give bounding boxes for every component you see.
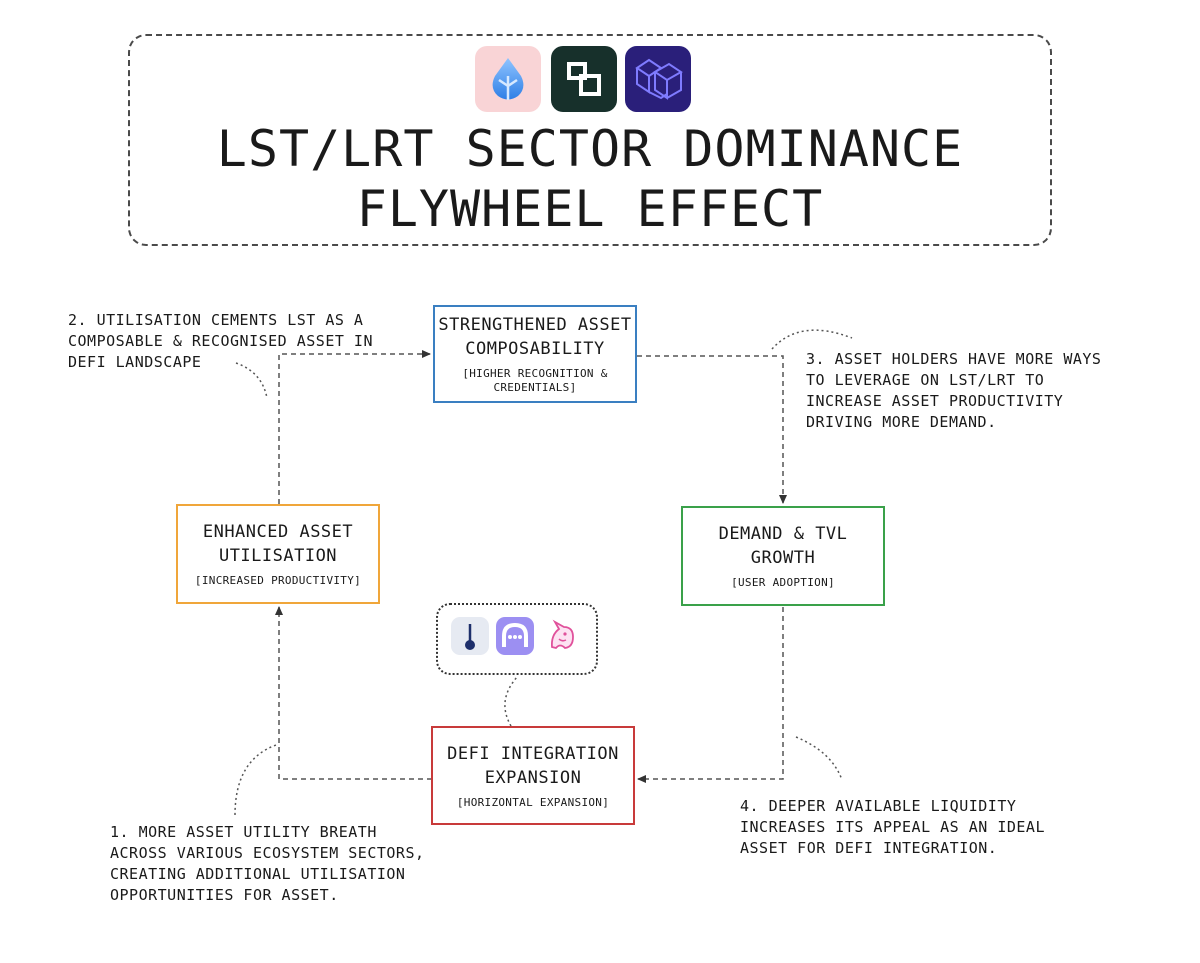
square-b-logo-icon [551, 46, 617, 112]
note-line: 1. MORE ASSET UTILITY BREATH [110, 823, 377, 841]
node-subtitle: [INCREASED PRODUCTIVITY] [194, 574, 362, 587]
droplet-logo-icon [475, 46, 541, 112]
node-title: GROWTH [750, 548, 816, 568]
note-line: OPPORTUNITIES FOR ASSET. [110, 886, 339, 904]
note-3-asset-holders: 3. ASSET HOLDERS HAVE MORE WAYS TO LEVER… [806, 349, 1101, 433]
node-title: COMPOSABILITY [465, 339, 605, 359]
note-line: 2. UTILISATION CEMENTS LST AS A [68, 311, 364, 329]
node-title: ENHANCED ASSET [202, 522, 354, 542]
node-demand-tvl-growth: DEMAND & TVL GROWTH [USER ADOPTION] [681, 506, 885, 606]
ghost-icon [496, 617, 534, 655]
note-line: TO LEVERAGE ON LST/LRT TO [806, 371, 1045, 389]
note-2-utilisation-cements: 2. UTILISATION CEMENTS LST AS A COMPOSAB… [68, 310, 373, 373]
note-line: INCREASES ITS APPEAL AS AN IDEAL [740, 818, 1045, 836]
node-defi-integration-expansion: DEFI INTEGRATION EXPANSION [HORIZONTAL E… [431, 726, 635, 825]
title-frame [128, 34, 1052, 246]
title-line-2: FLYWHEEL EFFECT [356, 180, 824, 238]
unicorn-icon [543, 617, 581, 655]
node-title: DEFI INTEGRATION [447, 743, 619, 764]
note-1-asset-utility: 1. MORE ASSET UTILITY BREATH ACROSS VARI… [110, 822, 425, 906]
geometric-cube-logo-icon [625, 46, 691, 112]
node-title: EXPANSION [484, 767, 582, 788]
gauge-icon [451, 617, 489, 655]
note-line: 3. ASSET HOLDERS HAVE MORE WAYS [806, 350, 1102, 368]
protocol-icons-group [436, 603, 598, 675]
node-title: STRENGTHENED ASSET [438, 315, 632, 335]
node-title: DEMAND & TVL [718, 524, 848, 544]
note-line: 4. DEEPER AVAILABLE LIQUIDITY [740, 797, 1017, 815]
node-subtitle: [HIGHER RECOGNITION & [462, 367, 608, 380]
node-subtitle: CREDENTIALS] [493, 381, 577, 394]
note-line: COMPOSABLE & RECOGNISED ASSET IN [68, 332, 373, 350]
note-line: ACROSS VARIOUS ECOSYSTEM SECTORS, [110, 844, 425, 862]
note-line: INCREASE ASSET PRODUCTIVITY [806, 392, 1064, 410]
node-title: UTILISATION [218, 546, 338, 566]
title-line-1: LST/LRT SECTOR DOMINANCE [216, 120, 964, 178]
node-enhanced-utilisation: ENHANCED ASSET UTILISATION [INCREASED PR… [176, 504, 380, 604]
node-subtitle: [USER ADOPTION] [731, 576, 835, 589]
note-line: DRIVING MORE DEMAND. [806, 413, 997, 431]
note-line: ASSET FOR DEFI INTEGRATION. [740, 839, 998, 857]
note-4-deeper-liquidity: 4. DEEPER AVAILABLE LIQUIDITY INCREASES … [740, 796, 1045, 859]
node-subtitle: [HORIZONTAL EXPANSION] [456, 795, 610, 809]
node-strengthened-composability: STRENGTHENED ASSET COMPOSABILITY [HIGHER… [433, 305, 637, 403]
note-line: CREATING ADDITIONAL UTILISATION [110, 865, 406, 883]
note-line: DEFI LANDSCAPE [68, 353, 202, 371]
